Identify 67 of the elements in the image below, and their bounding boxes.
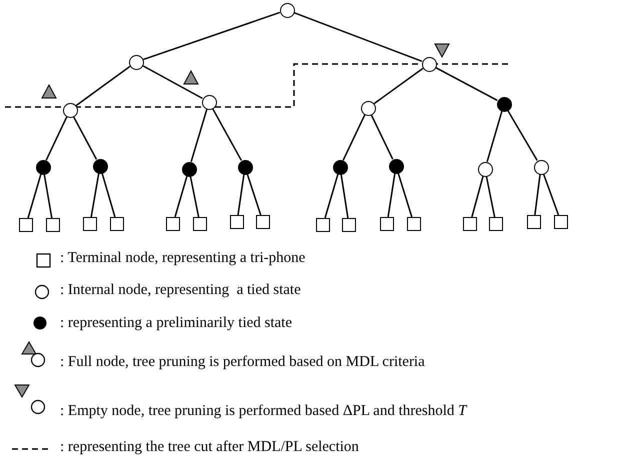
tree-branch-line <box>324 174 339 218</box>
tree-branch-line <box>237 174 245 216</box>
internal-node-circle <box>128 54 144 70</box>
tree-branch-line <box>486 110 503 162</box>
tree-branch-line <box>435 66 498 102</box>
tree-branch-line <box>246 174 262 216</box>
legend-text: : representing a preliminarily tied state <box>60 315 292 332</box>
tree-branch-line <box>398 172 413 218</box>
tree-branch-line <box>471 176 484 218</box>
tree-branch-line <box>190 108 208 162</box>
tree-branch-line <box>142 12 280 60</box>
tree-branch-line <box>542 174 560 216</box>
internal-node-circle <box>62 102 78 118</box>
tree-branch-line <box>174 176 188 218</box>
terminal-node-square <box>256 215 270 229</box>
legend-text: : Full node, tree pruning is performed based on MDL criteria <box>60 354 425 371</box>
legend-text: : Empty node, tree pruning is performed based ΔPL and threshold T <box>60 403 467 420</box>
tree-branch-line <box>76 66 130 106</box>
tree-branch-line <box>534 174 541 216</box>
tree-branch-line <box>294 12 422 62</box>
tree-branch-line <box>90 173 100 218</box>
internal-node-circle <box>360 100 376 116</box>
terminal-node-square <box>554 215 568 229</box>
internal-node-circle <box>478 162 492 176</box>
terminal-node-square <box>19 218 33 232</box>
tree-branch-line <box>507 110 538 161</box>
legend-text: : Internal node, representing a tied state <box>60 282 301 299</box>
tree-branch-line <box>72 116 98 160</box>
terminal-node-square <box>380 217 394 231</box>
internal-node-circle <box>422 56 436 72</box>
terminal-node-square <box>489 217 503 231</box>
terminal-node-square <box>342 218 356 232</box>
tree-branch-line <box>46 116 68 161</box>
internal-node-circle <box>534 160 548 174</box>
preliminary-node-dot <box>332 160 348 174</box>
tree-branch-line <box>340 174 349 218</box>
terminal-node-square <box>110 217 124 231</box>
terminal-node-square <box>407 217 421 231</box>
tree-branch-line <box>27 174 42 218</box>
internal-node-circle <box>280 2 294 18</box>
terminal-node-square <box>83 217 97 231</box>
preliminary-node-dot <box>238 160 252 174</box>
tree-branch-line <box>190 176 200 218</box>
terminal-node-square <box>193 217 207 231</box>
terminal-node-square <box>316 218 330 232</box>
tree-branch-line <box>486 176 496 218</box>
terminal-node-square <box>463 217 477 231</box>
legend-text: : representing the tree cut after MDL/PL selection <box>60 439 359 456</box>
preliminary-node-dot <box>182 162 196 176</box>
preliminary-node-dot <box>36 160 50 174</box>
tree-branch-line <box>212 108 242 161</box>
tree-branch-line <box>142 64 203 100</box>
preliminary-node-dot <box>388 158 404 174</box>
preliminary-node-dot <box>92 158 108 174</box>
terminal-node-square <box>166 217 180 231</box>
terminal-node-square <box>46 218 60 232</box>
tree-branch-line <box>370 114 394 160</box>
tree-branch-line <box>387 173 396 218</box>
tree-branch-line <box>101 172 116 218</box>
tree-branch-line <box>44 174 53 218</box>
tree-branch-line <box>342 114 366 161</box>
legend-text: : Terminal node, representing a tri-phone <box>60 250 306 267</box>
internal-node-circle <box>202 94 216 110</box>
terminal-node-square <box>230 215 244 229</box>
preliminary-node-dot <box>496 96 512 112</box>
terminal-node-square <box>527 215 541 229</box>
tree-branch-line <box>374 68 424 104</box>
